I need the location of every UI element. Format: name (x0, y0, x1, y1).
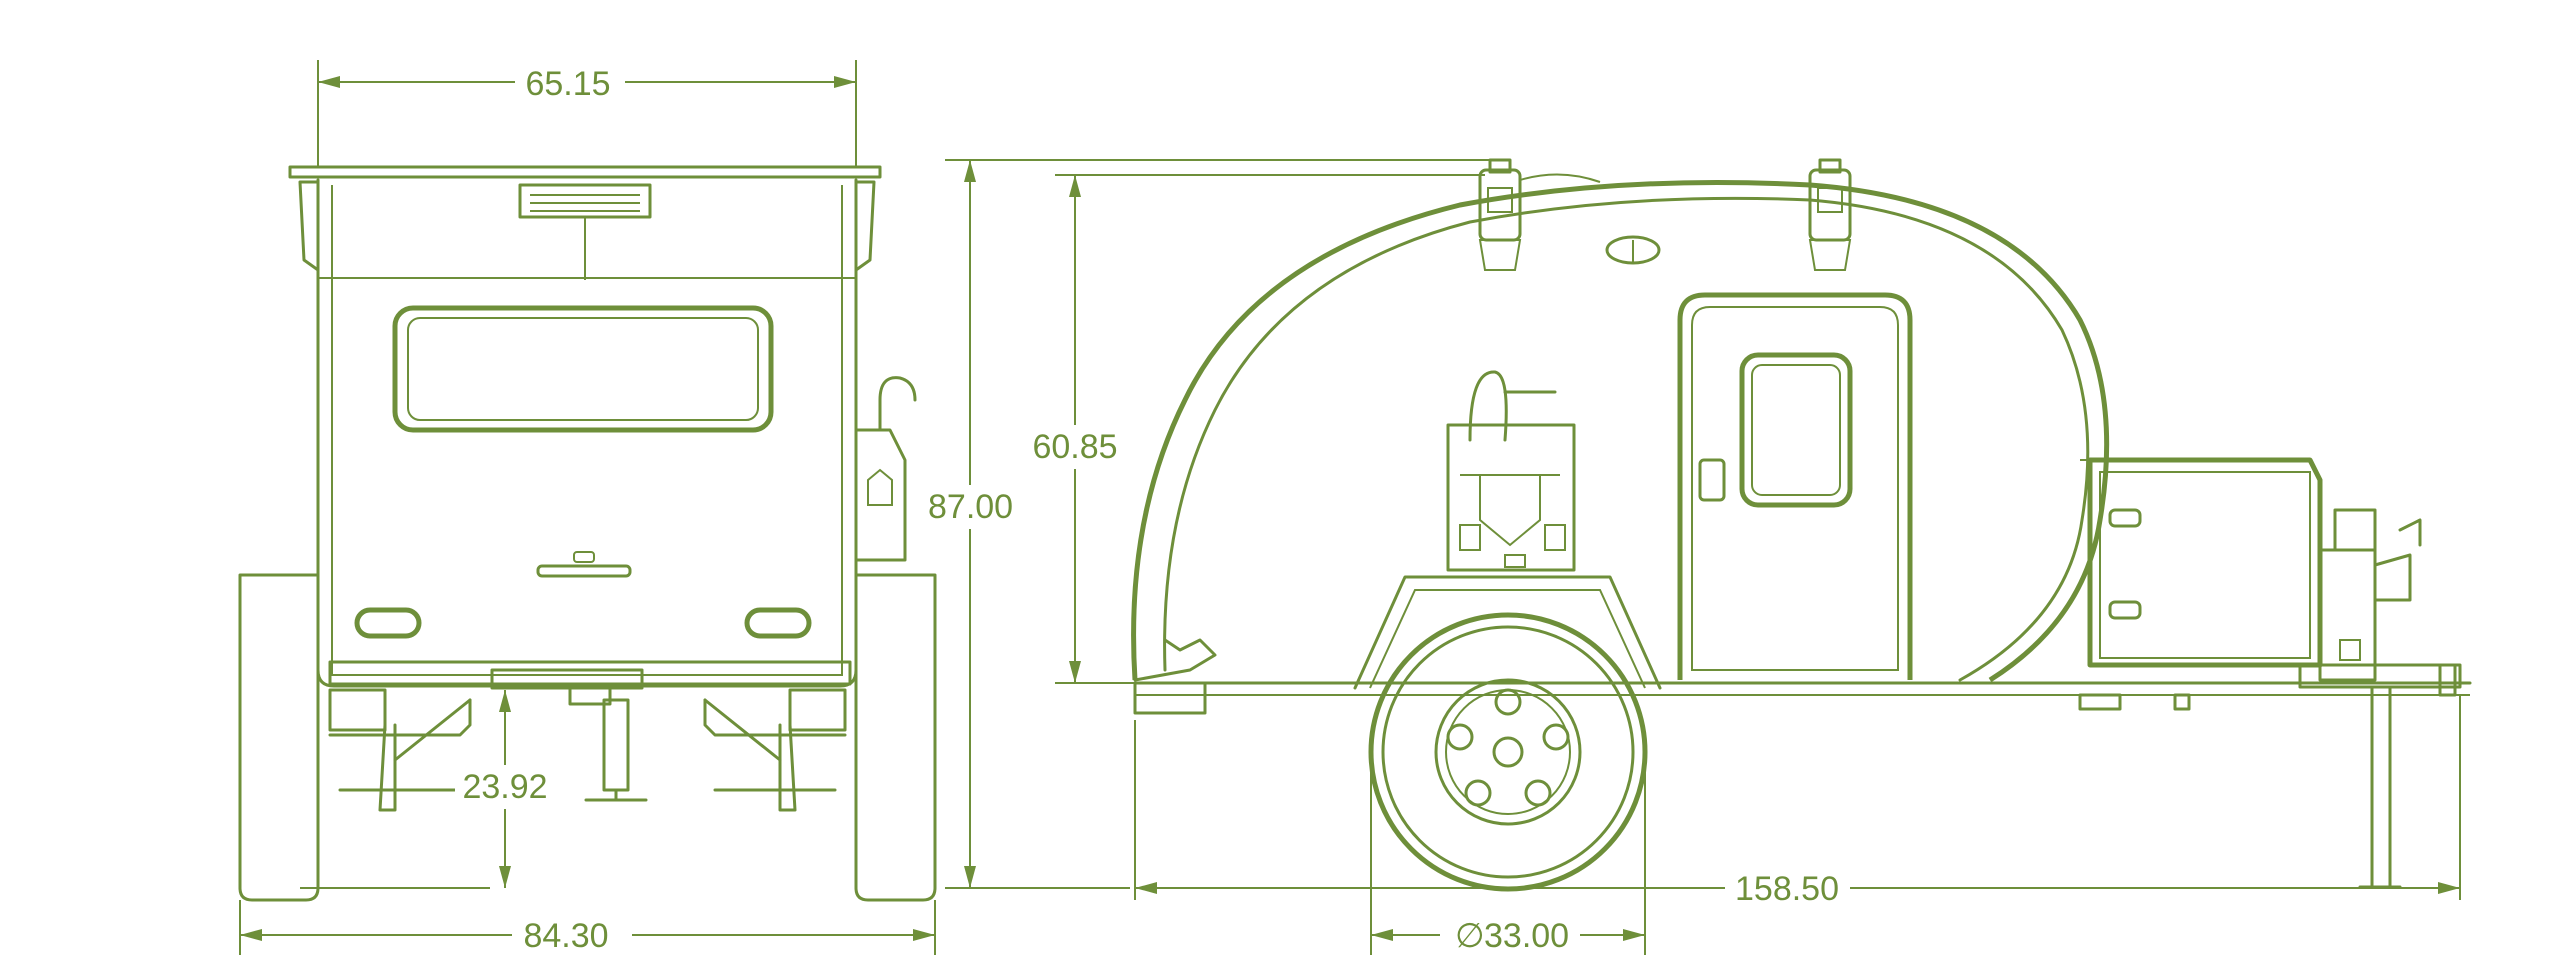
rear-handle (536, 564, 632, 578)
dim-wheel-diameter-symbol: ∅ (1455, 917, 1485, 955)
dim-overall-height: 87.00 (928, 488, 1013, 526)
dim-body-height: 60.85 (1032, 428, 1117, 466)
roof-vent (518, 183, 652, 219)
dim-ground-clearance: 23.92 (462, 768, 547, 806)
dim-top-width: 65.15 (525, 65, 610, 103)
door-handle (1698, 458, 1726, 502)
side-shell (1131, 180, 2110, 683)
dimension-lines: 65.15 84.30 23.92 87.00 60.85 (239, 60, 2461, 957)
rear-hatch-window (392, 305, 774, 433)
tongue-storage-box (2080, 457, 2323, 668)
side-door (1677, 292, 1913, 680)
dim-wheel-diameter: 33.00 (1484, 917, 1569, 955)
rear-left-wheel (238, 573, 320, 902)
side-wheel (1368, 612, 1648, 892)
roof-vent-oval (1605, 235, 1661, 265)
left-tail-light (354, 607, 422, 639)
side-mount-bracket (1446, 370, 1576, 572)
dim-overall-width: 84.30 (523, 917, 608, 955)
side-view (1131, 158, 2472, 892)
hitch-assembly (2298, 508, 2462, 889)
front-roof-mount (1478, 158, 1522, 271)
fender (1353, 575, 1662, 690)
rear-roof-mount (1808, 158, 1852, 271)
roof-panel (288, 165, 882, 179)
door-window (1739, 352, 1853, 508)
rear-right-wheel (854, 573, 937, 902)
right-tail-light (744, 607, 812, 639)
rear-view (238, 165, 937, 902)
dim-overall-length: 158.50 (1735, 870, 1839, 908)
